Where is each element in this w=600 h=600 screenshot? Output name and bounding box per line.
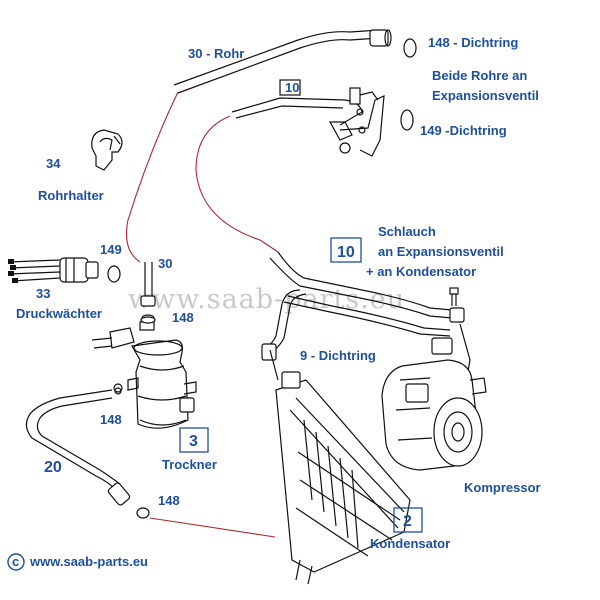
label-dichtring-9: 9 - Dichtring: [300, 348, 376, 363]
oring-149-left: [107, 265, 121, 283]
label-dichtring-148-top: 148 - Dichtring: [428, 35, 518, 50]
label-dichtring-149-top: 149 -Dichtring: [420, 123, 507, 138]
hose-10-right-drawing: [261, 251, 471, 383]
label-expansion-line2: Expansionsventil: [432, 88, 539, 103]
label-schlauch-line1: Schlauch: [378, 224, 436, 239]
label-box-10-right: 10: [337, 244, 355, 261]
label-149-left: 149: [100, 242, 122, 257]
box-2: [393, 507, 423, 533]
box-3: [179, 427, 209, 453]
dryer-3-drawing: [91, 316, 197, 429]
label-148-b: 148: [100, 412, 122, 427]
leader-pipe10-hose: [195, 115, 279, 253]
website-link[interactable]: www.saab-parts.eu: [29, 554, 148, 569]
label-box-3: 3: [189, 433, 198, 450]
label-rohrhalter: Rohrhalter: [38, 188, 104, 203]
copyright-icon: c: [7, 553, 25, 571]
label-box-10-top: 10: [285, 80, 299, 95]
pipe-10-top-drawing: [231, 79, 385, 157]
label-rohr-30: 30 - Rohr: [188, 46, 244, 61]
compressor-drawing: [381, 359, 487, 471]
label-kondensator: Kondensator: [370, 536, 450, 551]
oring-148-bottom: [136, 507, 150, 519]
label-box-2: 2: [403, 513, 412, 530]
oring-149-top: [400, 109, 414, 131]
box-10-top: [279, 79, 301, 96]
leader-pipe30-stub: [125, 91, 179, 263]
oring-148-top: [403, 38, 417, 58]
label-148-a: 148: [172, 310, 194, 325]
pressure-switch-33-drawing: [7, 257, 99, 283]
label-druckwaechter: Druckwächter: [16, 306, 102, 321]
pipe-20-drawing: [25, 387, 131, 506]
svg-text:c: c: [12, 554, 19, 569]
label-trockner: Trockner: [162, 457, 217, 472]
box-10-right: [330, 237, 362, 263]
label-expansion-line1: Beide Rohre an: [432, 68, 527, 83]
leader-pipe20-condenser: [149, 517, 276, 538]
label-30-left: 30: [158, 256, 172, 271]
label-34: 34: [46, 156, 61, 171]
label-kompressor: Kompressor: [464, 480, 541, 495]
pipe-30-drawing: [173, 29, 392, 94]
label-schlauch-line2: an Expansionsventil: [378, 244, 504, 259]
pipe-holder-34-drawing: [91, 129, 123, 171]
leader-lines: [125, 91, 279, 538]
condenser-2-drawing: [269, 349, 411, 585]
watermark: www.saab-parts.eu: [128, 284, 405, 315]
label-148-c: 148: [158, 493, 180, 508]
label-20: 20: [44, 459, 62, 476]
label-schlauch-line3: + an Kondensator: [366, 264, 476, 279]
label-33: 33: [36, 286, 50, 301]
